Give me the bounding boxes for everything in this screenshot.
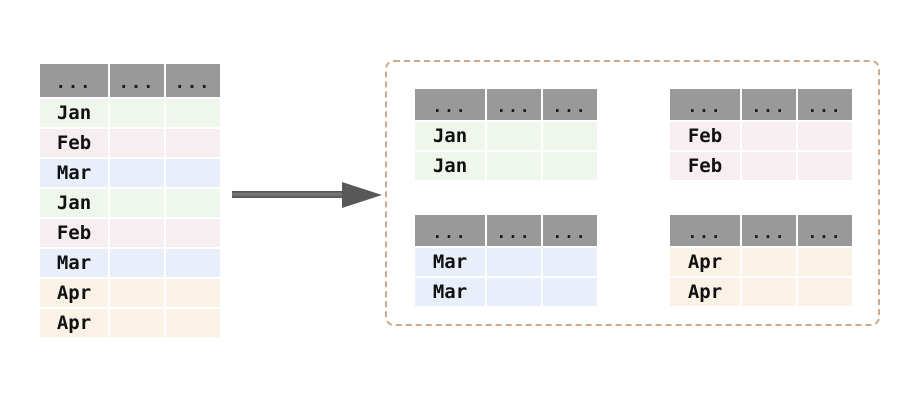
table-row: Feb — [40, 219, 220, 247]
cell-month: Feb — [40, 129, 108, 157]
cell-month: Jan — [40, 189, 108, 217]
cell-blank — [110, 249, 164, 277]
cell-blank — [798, 248, 852, 276]
cell-blank — [543, 248, 597, 276]
column-header-1: ... — [742, 89, 796, 120]
table-row: Mar — [415, 248, 597, 276]
column-header-1: ... — [110, 64, 164, 97]
column-header-0: ... — [40, 64, 108, 97]
table-row: Jan — [415, 122, 597, 150]
cell-month: Jan — [415, 152, 485, 180]
cell-blank — [487, 248, 541, 276]
column-header-0: ... — [670, 89, 740, 120]
cell-blank — [798, 278, 852, 306]
table-row: Feb — [670, 152, 852, 180]
table-row: Feb — [670, 122, 852, 150]
group-jan: ... ... ... Jan Jan — [413, 87, 599, 182]
cell-blank — [742, 152, 796, 180]
cell-month: Mar — [415, 278, 485, 306]
column-header-0: ... — [670, 215, 740, 246]
cell-blank — [166, 279, 220, 307]
cell-blank — [742, 122, 796, 150]
cell-blank — [110, 219, 164, 247]
cell-blank — [543, 122, 597, 150]
cell-month: Apr — [40, 309, 108, 337]
cell-month: Jan — [40, 99, 108, 127]
column-header-2: ... — [543, 215, 597, 246]
cell-blank — [166, 249, 220, 277]
group-apr: ... ... ... Apr Apr — [668, 213, 854, 308]
cell-month: Mar — [415, 248, 485, 276]
cell-blank — [543, 152, 597, 180]
transform-arrow-icon — [232, 182, 382, 208]
cell-blank — [166, 129, 220, 157]
cell-month: Feb — [40, 219, 108, 247]
cell-blank — [110, 129, 164, 157]
table-header-row: ... ... ... — [415, 89, 597, 120]
cell-blank — [742, 278, 796, 306]
column-header-1: ... — [742, 215, 796, 246]
table-row: Jan — [40, 99, 220, 127]
cell-blank — [166, 99, 220, 127]
table-header-row: ... ... ... — [40, 64, 220, 97]
cell-blank — [487, 278, 541, 306]
group-mar: ... ... ... Mar Mar — [413, 213, 599, 308]
cell-month: Mar — [40, 159, 108, 187]
cell-blank — [798, 122, 852, 150]
cell-blank — [110, 309, 164, 337]
column-header-2: ... — [166, 64, 220, 97]
column-header-2: ... — [798, 215, 852, 246]
source-table: ... ... ... Jan Feb Mar Jan Feb — [38, 62, 222, 339]
cell-blank — [166, 219, 220, 247]
cell-month: Jan — [415, 122, 485, 150]
cell-month: Feb — [670, 152, 740, 180]
group-feb: ... ... ... Feb Feb — [668, 87, 854, 182]
column-header-0: ... — [415, 89, 485, 120]
cell-month: Apr — [670, 248, 740, 276]
cell-blank — [487, 122, 541, 150]
table-row: Mar — [415, 278, 597, 306]
cell-blank — [543, 278, 597, 306]
cell-blank — [798, 152, 852, 180]
cell-blank — [110, 99, 164, 127]
table-row: Jan — [40, 189, 220, 217]
table-header-row: ... ... ... — [670, 89, 852, 120]
cell-blank — [166, 159, 220, 187]
column-header-2: ... — [543, 89, 597, 120]
table-row: Apr — [40, 309, 220, 337]
table-header-row: ... ... ... — [415, 215, 597, 246]
table-row: Jan — [415, 152, 597, 180]
cell-month: Mar — [40, 249, 108, 277]
cell-blank — [110, 159, 164, 187]
cell-blank — [166, 309, 220, 337]
column-header-0: ... — [415, 215, 485, 246]
group-container-boundary — [385, 60, 880, 326]
table-row: Mar — [40, 249, 220, 277]
table-row: Mar — [40, 159, 220, 187]
table-row: Apr — [670, 278, 852, 306]
cell-month: Feb — [670, 122, 740, 150]
cell-blank — [742, 248, 796, 276]
cell-blank — [166, 189, 220, 217]
column-header-1: ... — [487, 89, 541, 120]
cell-month: Apr — [670, 278, 740, 306]
table-header-row: ... ... ... — [670, 215, 852, 246]
table-row: Feb — [40, 129, 220, 157]
table-row: Apr — [670, 248, 852, 276]
cell-blank — [110, 189, 164, 217]
column-header-2: ... — [798, 89, 852, 120]
cell-month: Apr — [40, 279, 108, 307]
cell-blank — [487, 152, 541, 180]
table-row: Apr — [40, 279, 220, 307]
cell-blank — [110, 279, 164, 307]
column-header-1: ... — [487, 215, 541, 246]
